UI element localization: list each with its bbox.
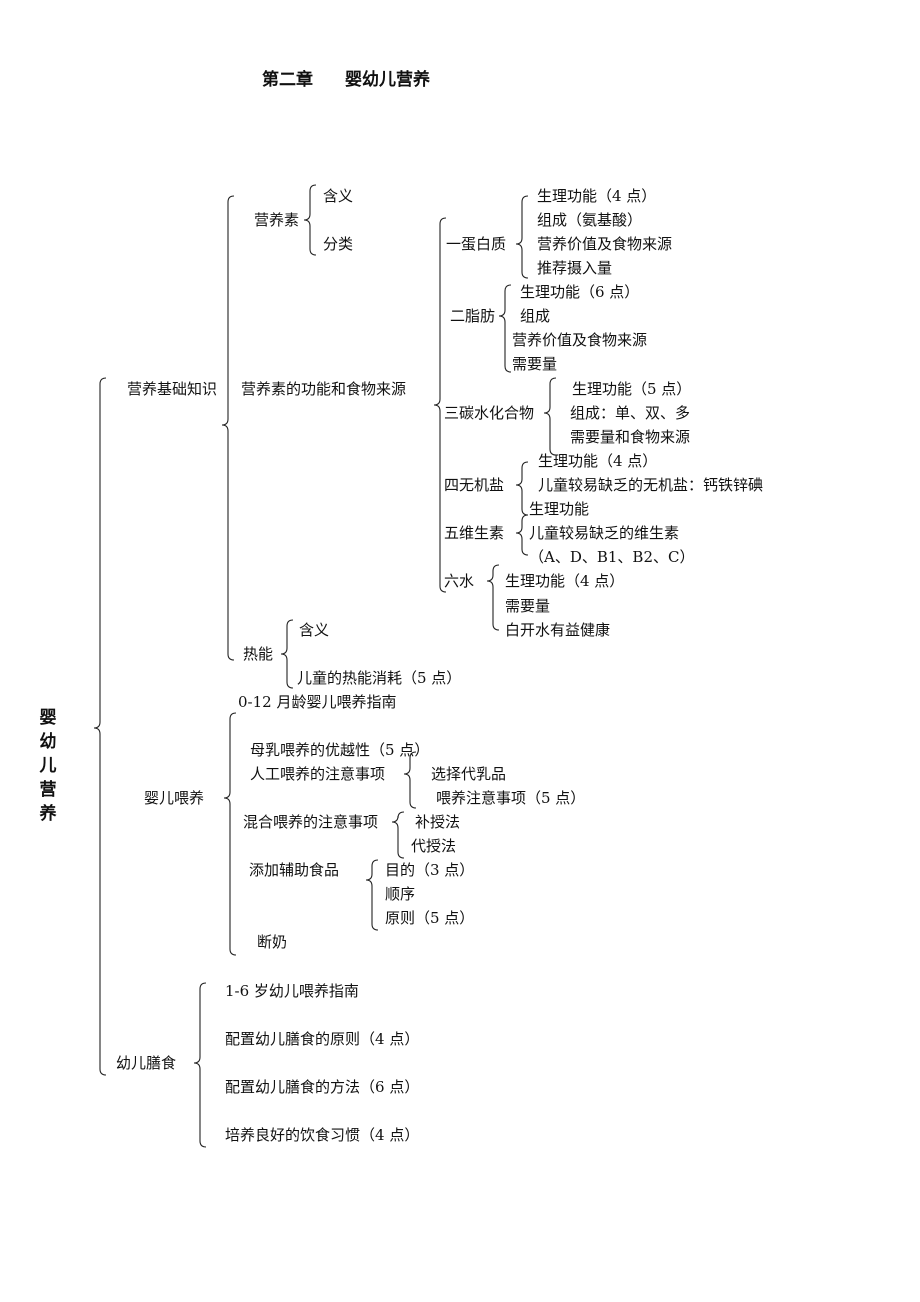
minerals-brace bbox=[515, 461, 529, 516]
energy-brace bbox=[280, 619, 294, 689]
fat-item: 组成 bbox=[520, 307, 551, 325]
water: 六水 bbox=[444, 572, 475, 590]
nutrients-item: 分类 bbox=[323, 235, 354, 253]
water-brace bbox=[486, 564, 500, 631]
water-item: 需要量 bbox=[505, 597, 551, 615]
supplement-item: 目的（3 点） bbox=[385, 861, 475, 879]
vitamins-item: 儿童较易缺乏的维生素 bbox=[529, 524, 680, 542]
nutrients-brace bbox=[303, 184, 317, 256]
mixed-item: 代授法 bbox=[411, 837, 457, 855]
artificial-brace bbox=[403, 751, 417, 809]
energy: 热能 bbox=[243, 645, 274, 663]
minerals-item: 生理功能（4 点） bbox=[538, 452, 658, 470]
topic-toddler: 幼儿膳食 bbox=[116, 1054, 177, 1072]
nutrients-item: 含义 bbox=[323, 187, 354, 205]
water-item: 生理功能（4 点） bbox=[505, 572, 625, 590]
topic-basics: 营养基础知识 bbox=[127, 380, 218, 398]
fat-brace bbox=[498, 284, 512, 373]
infant-artificial: 人工喂养的注意事项 bbox=[250, 765, 386, 783]
toddler-item: 1-6 岁幼儿喂养指南 bbox=[225, 982, 359, 1000]
supplement-brace bbox=[365, 859, 379, 931]
mixed-brace bbox=[391, 811, 405, 859]
carbs-item: 生理功能（5 点） bbox=[572, 380, 692, 398]
protein-item: 组成（氨基酸） bbox=[537, 211, 643, 229]
carbs-brace bbox=[543, 377, 557, 456]
protein-item: 营养价值及食物来源 bbox=[537, 235, 673, 253]
vitamins: 五维生素 bbox=[444, 524, 505, 542]
carbs: 三碳水化合物 bbox=[444, 404, 535, 422]
energy-item: 含义 bbox=[299, 621, 330, 639]
supplement-item: 原则（5 点） bbox=[385, 909, 475, 927]
artificial-item: 喂养注意事项（5 点） bbox=[436, 789, 586, 807]
chapter-number: 第二章 bbox=[262, 70, 313, 90]
protein-item: 推荐摄入量 bbox=[537, 259, 613, 277]
vitamins-brace bbox=[515, 514, 529, 556]
carbs-item: 需要量和食物来源 bbox=[570, 428, 691, 446]
chapter-title: 婴幼儿营养 bbox=[345, 70, 430, 90]
toddler-brace bbox=[193, 982, 207, 1148]
vitamins-item: 生理功能 bbox=[529, 500, 590, 518]
energy-item: 儿童的热能消耗（5 点） bbox=[297, 669, 462, 687]
infant-mixed: 混合喂养的注意事项 bbox=[243, 813, 379, 831]
functions: 营养素的功能和食物来源 bbox=[241, 380, 407, 398]
toddler-item: 配置幼儿膳食的方法（6 点） bbox=[225, 1078, 420, 1096]
fat-item: 营养价值及食物来源 bbox=[512, 331, 648, 349]
nutrients: 营养素 bbox=[254, 211, 300, 229]
mixed-item: 补授法 bbox=[415, 813, 461, 831]
supplement-item: 顺序 bbox=[385, 885, 416, 903]
protein-brace bbox=[515, 195, 529, 279]
basics-brace bbox=[221, 195, 235, 661]
infant-breast: 母乳喂养的优越性（5 点） bbox=[250, 741, 430, 759]
toddler-item: 培养良好的饮食习惯（4 点） bbox=[225, 1126, 420, 1144]
infant-supplement: 添加辅助食品 bbox=[249, 861, 340, 879]
topic-infant: 婴儿喂养 bbox=[144, 789, 205, 807]
toddler-item: 配置幼儿膳食的原则（4 点） bbox=[225, 1030, 420, 1048]
protein: 一蛋白质 bbox=[446, 235, 507, 253]
fat-item: 生理功能（6 点） bbox=[520, 283, 640, 301]
artificial-item: 选择代乳品 bbox=[431, 765, 507, 783]
infant-brace bbox=[223, 712, 237, 956]
infant-weaning: 断奶 bbox=[257, 933, 288, 951]
infant-guide: 0-12 月龄婴儿喂养指南 bbox=[238, 693, 397, 711]
protein-item: 生理功能（4 点） bbox=[537, 187, 657, 205]
functions-brace bbox=[433, 217, 447, 593]
fat: 二脂肪 bbox=[450, 307, 496, 325]
water-item: 白开水有益健康 bbox=[505, 621, 611, 639]
root-topic: 婴幼儿营养 bbox=[39, 708, 57, 824]
fat-item: 需要量 bbox=[512, 355, 558, 373]
vitamins-item: （A、D、B1、B2、C） bbox=[529, 548, 695, 566]
root-brace bbox=[93, 377, 107, 1076]
carbs-item: 组成：单、双、多 bbox=[570, 404, 691, 422]
minerals-item: 儿童较易缺乏的无机盐：钙铁锌碘 bbox=[538, 476, 764, 494]
minerals: 四无机盐 bbox=[444, 476, 505, 494]
